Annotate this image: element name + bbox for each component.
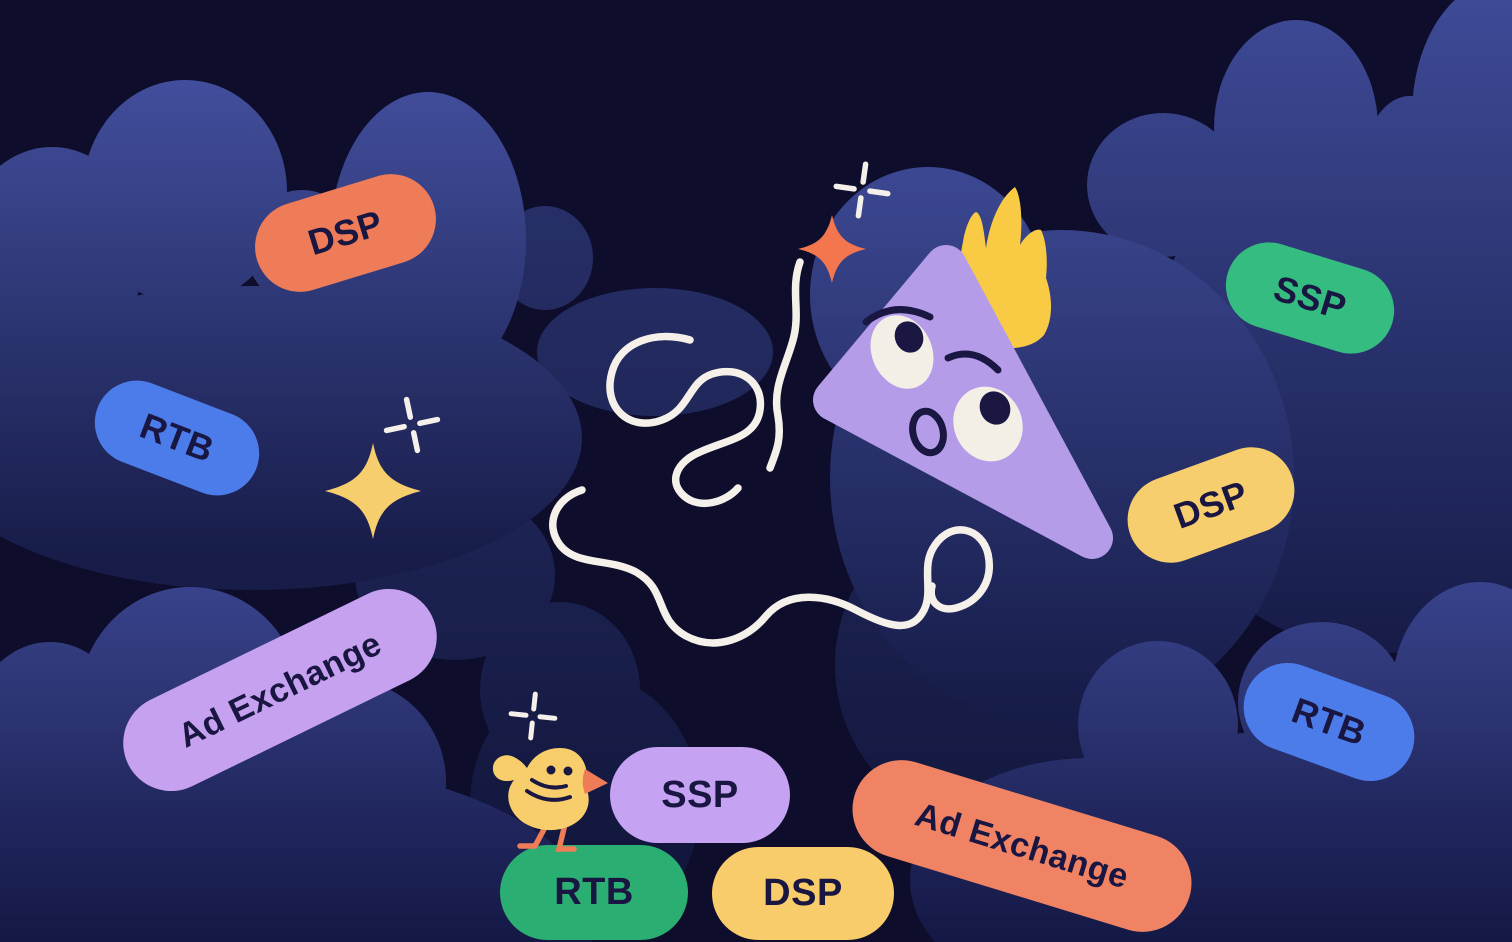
right-pupil (979, 391, 1011, 425)
plus-sparkle-icon (833, 161, 891, 219)
pill-ssp-bottom: SSP (610, 747, 790, 843)
left-pupil (894, 321, 924, 353)
right-eyebrow (944, 350, 1002, 374)
pill-label: DSP (1168, 472, 1254, 537)
star-sparkle-yellow-icon (325, 443, 421, 539)
pill-label: DSP (763, 872, 843, 914)
plus-sparkle-icon (383, 396, 441, 454)
tangled-line-icon (549, 258, 993, 647)
pill-label: RTB (1286, 689, 1372, 754)
pill-label: RTB (134, 404, 220, 471)
pill-label: RTB (554, 871, 634, 913)
left-eyebrow (862, 306, 934, 326)
pill-rtb-bottom: RTB (500, 845, 688, 940)
pill-label: SSP (661, 773, 739, 816)
star-sparkle-orange-icon (798, 215, 866, 283)
pill-dsp-bottom: DSP (712, 847, 894, 940)
falling-cone-character (813, 187, 1113, 559)
plus-sparkle-icon (508, 691, 558, 741)
pill-label: SSP (1268, 267, 1352, 328)
mouth (909, 407, 947, 457)
pill-label: DSP (303, 201, 388, 264)
